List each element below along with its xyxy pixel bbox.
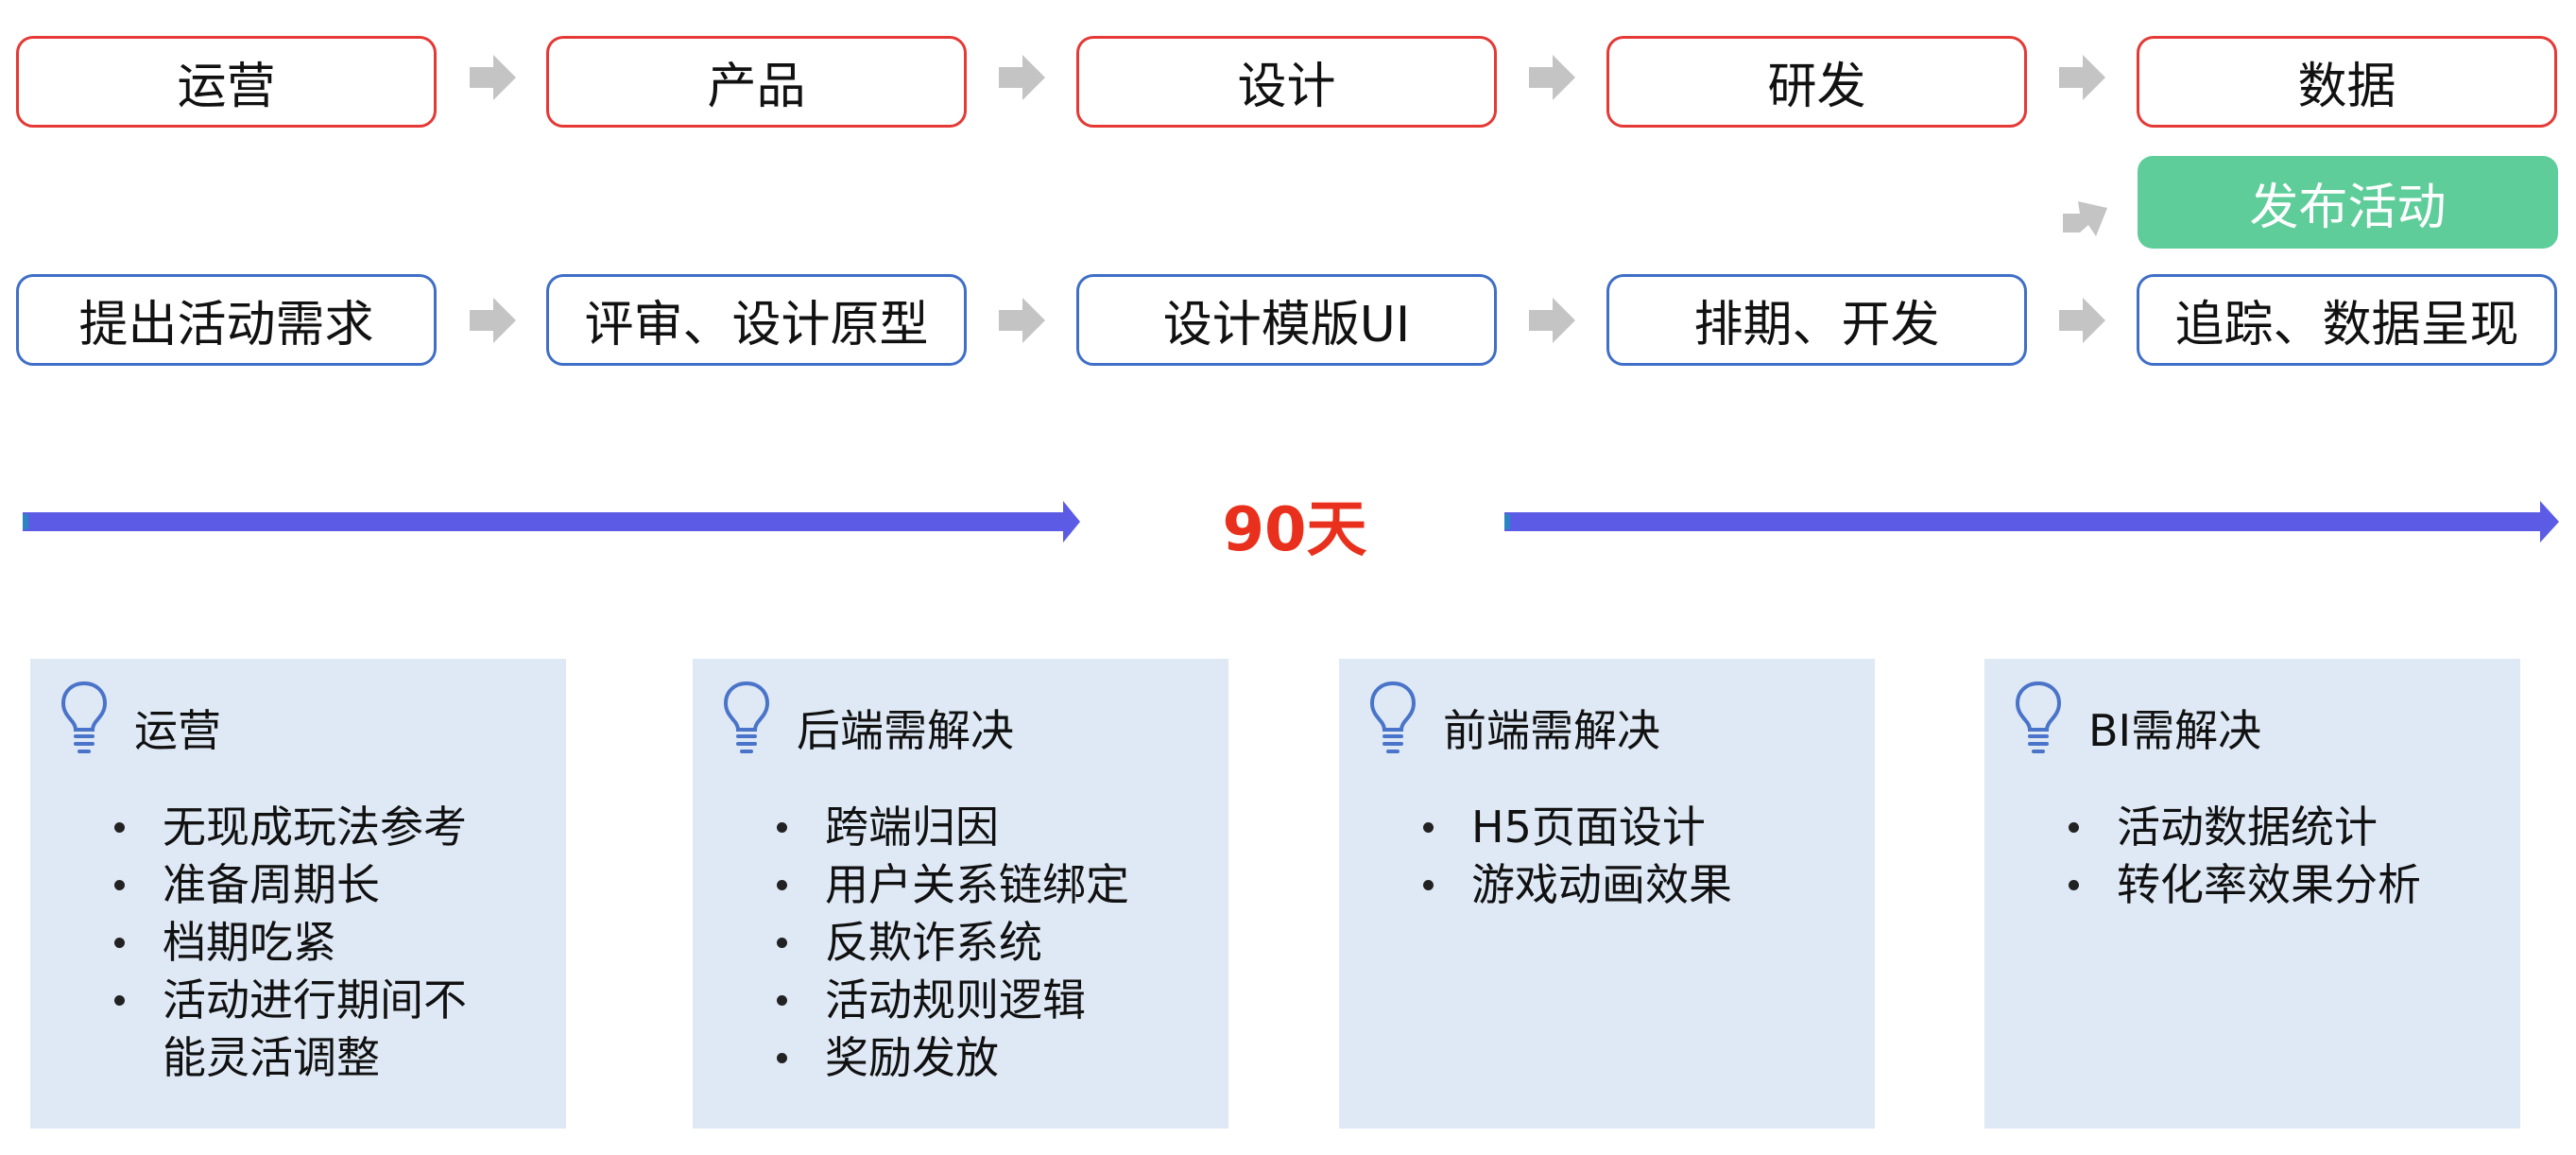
- list-item: 游戏动画效果: [1339, 856, 1812, 914]
- card-title: 运营: [134, 705, 221, 756]
- card-ops: 运营 无现成玩法参考 准备周期长 档期吃紧 活动进行期间不能灵活调整: [30, 659, 566, 1129]
- timeline-arrowhead-right: [2540, 501, 2559, 543]
- timeline-bar-right: [1504, 512, 2544, 531]
- lightbulb-icon: [723, 681, 770, 753]
- role-label: 运营: [177, 59, 276, 115]
- flow-arrow-icon: [2059, 55, 2105, 100]
- list-item: 用户关系链绑定: [693, 856, 1165, 914]
- role-box-dev: 研发: [1606, 36, 2027, 128]
- card-bi: BI需解决 活动数据统计 转化率效果分析: [1984, 659, 2520, 1129]
- card-list: 跨端归因 用户关系链绑定 反欺诈系统 活动规则逻辑 奖励发放: [693, 799, 1165, 1087]
- task-box-request: 提出活动需求: [16, 274, 437, 366]
- timeline-start-cap: [23, 514, 28, 529]
- flow-arrow-icon: [1529, 298, 1575, 343]
- role-box-ops: 运营: [16, 36, 437, 128]
- list-item: 档期吃紧: [30, 914, 503, 972]
- list-item: 转化率效果分析: [1984, 856, 2457, 914]
- list-item: 活动数据统计: [1984, 799, 2457, 856]
- card-title: 后端需解决: [797, 705, 1014, 756]
- role-label: 研发: [1767, 59, 1866, 115]
- list-item: H5页面设计: [1339, 799, 1812, 856]
- card-list: H5页面设计 游戏动画效果: [1339, 799, 1812, 914]
- flow-arrow-icon: [470, 298, 516, 343]
- list-item: 活动进行期间不能灵活调整: [30, 972, 474, 1087]
- list-item: 跨端归因: [693, 799, 1165, 856]
- card-list: 无现成玩法参考 准备周期长 档期吃紧 活动进行期间不能灵活调整: [30, 799, 503, 1087]
- card-title: BI需解决: [2088, 705, 2262, 756]
- card-backend: 后端需解决 跨端归因 用户关系链绑定 反欺诈系统 活动规则逻辑 奖励发放: [693, 659, 1228, 1129]
- lightbulb-icon: [1369, 681, 1417, 753]
- timeline-arrowhead-left: [1063, 501, 1080, 543]
- flow-arrow-icon: [999, 55, 1045, 100]
- task-label: 追踪、数据呈现: [2174, 297, 2519, 353]
- lightbulb-icon: [2015, 681, 2062, 753]
- list-item: 准备周期长: [30, 856, 503, 914]
- lightbulb-icon: [60, 681, 108, 753]
- list-item: 活动规则逻辑: [693, 972, 1165, 1029]
- role-box-product: 产品: [546, 36, 967, 128]
- list-item: 反欺诈系统: [693, 914, 1165, 972]
- publish-activity-box: 发布活动: [2138, 156, 2558, 249]
- timeline-duration-label: 90天: [1222, 495, 1367, 565]
- task-box-review: 评审、设计原型: [546, 274, 967, 366]
- role-box-data: 数据: [2137, 36, 2557, 128]
- publish-label: 发布活动: [2249, 179, 2447, 236]
- task-box-tracking: 追踪、数据呈现: [2137, 274, 2557, 366]
- task-box-template: 设计模版UI: [1076, 274, 1497, 366]
- task-label: 提出活动需求: [78, 297, 374, 353]
- list-item: 无现成玩法参考: [30, 799, 503, 856]
- role-box-design: 设计: [1076, 36, 1497, 128]
- branch-arrow-icon: [2063, 201, 2107, 236]
- task-label: 评审、设计原型: [584, 297, 929, 353]
- task-box-develop: 排期、开发: [1606, 274, 2027, 366]
- task-label: 排期、开发: [1693, 297, 1940, 353]
- card-list: 活动数据统计 转化率效果分析: [1984, 799, 2457, 914]
- list-item: 奖励发放: [693, 1029, 1165, 1087]
- flow-arrow-icon: [2059, 298, 2105, 343]
- role-label: 数据: [2297, 59, 2396, 115]
- task-label: 设计模版UI: [1162, 297, 1411, 353]
- card-frontend: 前端需解决 H5页面设计 游戏动画效果: [1339, 659, 1875, 1129]
- card-title: 前端需解决: [1443, 705, 1660, 756]
- timeline-bar-left: [23, 512, 1067, 531]
- flow-arrow-icon: [999, 298, 1045, 343]
- flow-arrow-icon: [470, 55, 516, 100]
- flow-arrow-icon: [1529, 55, 1575, 100]
- role-label: 设计: [1237, 59, 1336, 115]
- timeline-start-cap: [1504, 514, 1510, 529]
- role-label: 产品: [707, 59, 806, 115]
